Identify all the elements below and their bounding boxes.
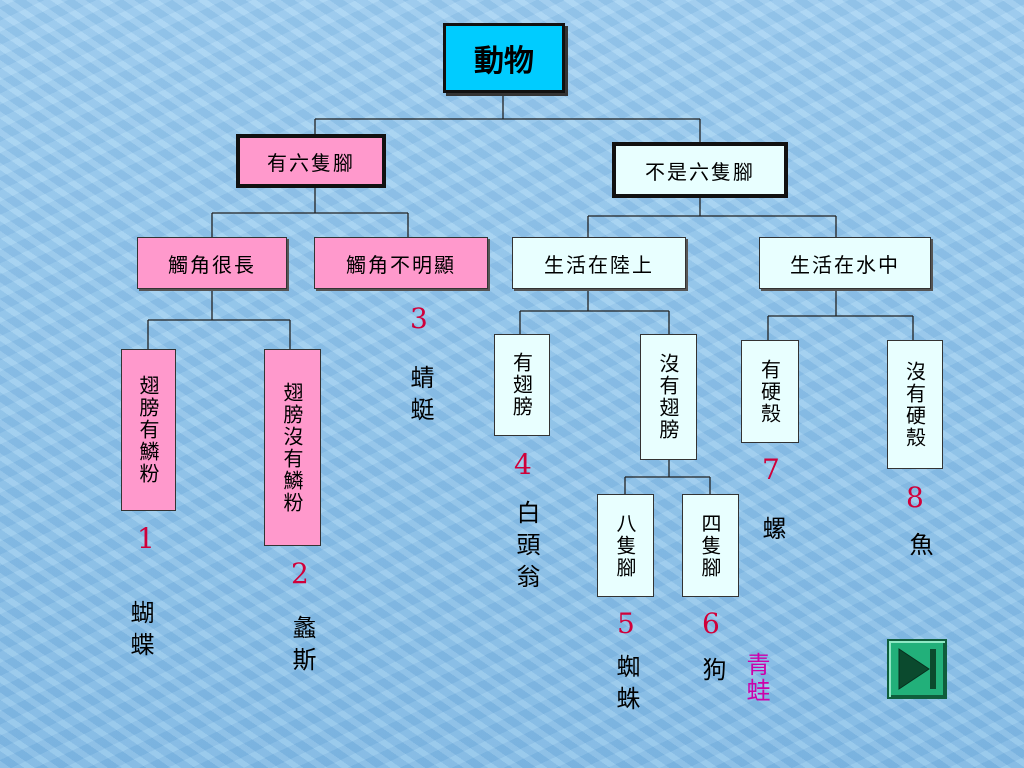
long-antennae-label: 觸角很長 bbox=[168, 252, 256, 277]
answer-dragonfly: 蜻蜓 bbox=[406, 365, 434, 429]
hard-shell-node: 有硬殼 bbox=[741, 340, 799, 443]
hard-shell-label: 有硬殼 bbox=[757, 358, 782, 425]
answer-number-6: 6 bbox=[702, 607, 720, 640]
answer-snail: 螺 bbox=[758, 516, 786, 548]
root-node: 動物 bbox=[443, 23, 565, 93]
four-legs-label: 四隻腳 bbox=[698, 512, 722, 579]
on-land-node: 生活在陸上 bbox=[512, 237, 686, 289]
answer-dog: 狗 bbox=[698, 657, 726, 689]
has-wings-label: 有翅膀 bbox=[509, 352, 534, 418]
has-wings-node: 有翅膀 bbox=[494, 334, 550, 436]
no-scale-wings-label: 翅膀沒有鱗粉 bbox=[280, 381, 304, 514]
answer-number-8: 8 bbox=[906, 481, 924, 514]
four-legs-node: 四隻腳 bbox=[682, 494, 739, 597]
on-land-label: 生活在陸上 bbox=[544, 252, 654, 277]
no-hard-shell-label: 沒有硬殼 bbox=[902, 360, 927, 449]
in-water-label: 生活在水中 bbox=[790, 252, 900, 277]
not-six-legs-node: 不是六隻腳 bbox=[612, 142, 788, 198]
scaly-wings-label: 翅膀有鱗粉 bbox=[136, 375, 160, 485]
answer-frog: 青蛙 bbox=[742, 652, 770, 704]
no-wings-label: 沒有翅膀 bbox=[656, 353, 680, 441]
answer-number-3: 3 bbox=[410, 302, 428, 335]
six-legs-label: 有六隻腳 bbox=[267, 150, 355, 175]
answer-number-7: 7 bbox=[762, 453, 780, 486]
answer-number-5: 5 bbox=[617, 607, 635, 640]
answer-number-2: 2 bbox=[291, 557, 309, 590]
long-antennae-node: 觸角很長 bbox=[137, 237, 287, 289]
in-water-node: 生活在水中 bbox=[759, 237, 931, 289]
eight-legs-label: 八隻腳 bbox=[613, 512, 637, 579]
answer-spider: 蜘蛛 bbox=[612, 654, 640, 718]
scaly-wings-node: 翅膀有鱗粉 bbox=[121, 349, 176, 511]
eight-legs-node: 八隻腳 bbox=[597, 494, 654, 597]
six-legs-node: 有六隻腳 bbox=[236, 134, 386, 188]
not-six-legs-label: 不是六隻腳 bbox=[645, 159, 755, 184]
answer-butterfly: 蝴蝶 bbox=[126, 600, 154, 664]
answer-bulbul: 白頭翁 bbox=[512, 500, 540, 596]
unclear-antennae-node: 觸角不明顯 bbox=[314, 237, 488, 289]
root-label: 動物 bbox=[474, 44, 534, 79]
no-scale-wings-node: 翅膀沒有鱗粉 bbox=[264, 349, 321, 546]
answer-fish: 魚 bbox=[905, 532, 933, 564]
answer-number-4: 4 bbox=[514, 448, 532, 481]
no-wings-node: 沒有翅膀 bbox=[640, 334, 697, 460]
next-slide-button[interactable] bbox=[887, 639, 947, 699]
unclear-antennae-label: 觸角不明顯 bbox=[346, 252, 456, 277]
no-hard-shell-node: 沒有硬殼 bbox=[887, 340, 943, 469]
answer-number-1: 1 bbox=[137, 522, 155, 555]
next-slide-icon bbox=[898, 648, 936, 690]
answer-katydid: 蠡斯 bbox=[288, 615, 316, 679]
